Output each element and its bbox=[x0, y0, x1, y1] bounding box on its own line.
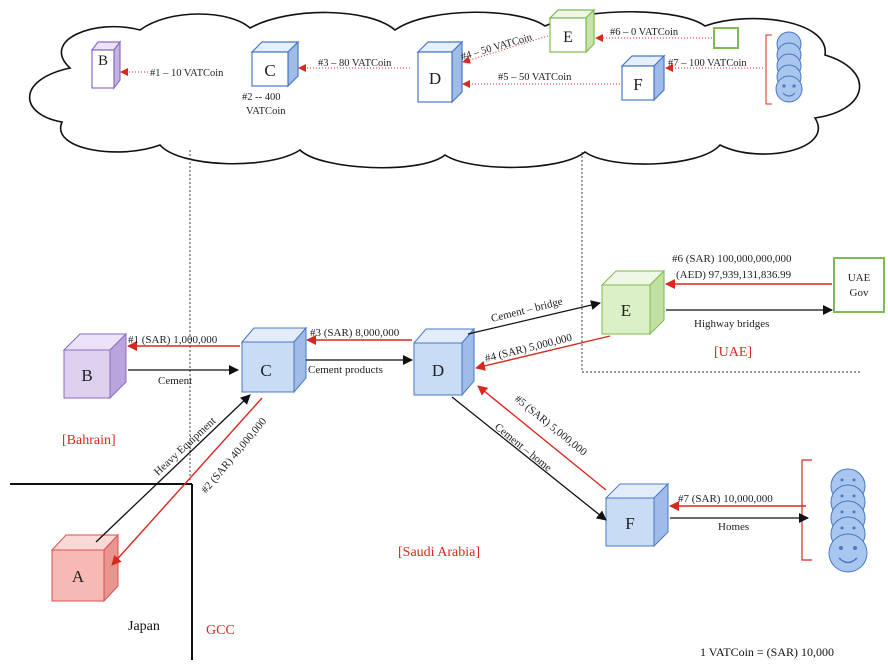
cloud-node-e-label: E bbox=[563, 29, 573, 46]
flow-cement-home-label: Cement – home bbox=[492, 421, 554, 474]
cloud-node-d-label: D bbox=[429, 69, 441, 88]
node-c-cube: C bbox=[240, 326, 308, 394]
flow-homes-label: Homes bbox=[718, 521, 749, 533]
node-f-label: F bbox=[625, 514, 634, 533]
cloud-node-c-label: C bbox=[264, 61, 275, 80]
node-a-label: A bbox=[72, 567, 85, 586]
cloud-node-b: B bbox=[90, 40, 122, 90]
region-bahrain-label: [Bahrain] bbox=[62, 433, 116, 448]
cloud-homes-bracket bbox=[765, 34, 772, 105]
payment-c-to-a bbox=[111, 397, 263, 566]
region-uae-label: [UAE] bbox=[714, 345, 752, 360]
uae-gov-box: UAE Gov bbox=[833, 257, 885, 313]
cloud-tx7-label: #7 – 100 VATCoin bbox=[668, 58, 747, 69]
node-f-cube: F bbox=[604, 482, 670, 548]
cloud-node-b-label: B bbox=[98, 53, 108, 69]
payment-7-label: #7 (SAR) 10,000,000 bbox=[678, 493, 773, 505]
payment-1-label: #1 (SAR) 1,000,000 bbox=[128, 334, 218, 346]
flow-d-to-f bbox=[451, 396, 607, 521]
cloud-tx3-label: #3 – 80 VATCoin bbox=[318, 58, 392, 69]
node-e-label: E bbox=[621, 301, 631, 320]
node-e-cube: E bbox=[600, 269, 666, 336]
flow-cement-label: Cement bbox=[158, 375, 192, 387]
exchange-rate-note: 1 VATCoin = (SAR) 10,000 bbox=[700, 645, 834, 659]
payment-3-label: #3 (SAR) 8,000,000 bbox=[310, 327, 400, 339]
cloud-node-e: E bbox=[548, 8, 596, 54]
uae-gov-line1: UAE bbox=[848, 272, 871, 284]
flow-a-to-c bbox=[95, 394, 251, 543]
node-b-label: B bbox=[81, 366, 92, 385]
cloud-node-f-label: F bbox=[633, 75, 642, 94]
cloud-node-c: C bbox=[250, 40, 300, 88]
cloud-tx2-label-line2: VATCoin bbox=[246, 106, 286, 117]
homes-smiley-stack-icon bbox=[828, 468, 868, 573]
node-c-label: C bbox=[260, 361, 271, 380]
node-d-label: D bbox=[432, 361, 444, 380]
cloud-tx2-label-line1: #2 -- 400 bbox=[242, 92, 281, 103]
uae-gov-line2: Gov bbox=[850, 287, 869, 299]
payment-e-to-d bbox=[475, 335, 611, 371]
region-japan-label: Japan bbox=[128, 619, 160, 634]
cloud-tx5-label: #5 – 50 VATCoin bbox=[498, 72, 572, 83]
flow-highway-bridges-label: Highway bridges bbox=[694, 318, 769, 330]
region-saudi-label: [Saudi Arabia] bbox=[398, 545, 480, 560]
cloud-tx6-label: #6 – 0 VATCoin bbox=[610, 27, 679, 38]
cloud-tx1-label: #1 – 10 VATCoin bbox=[150, 68, 224, 79]
cloud-node-d: D bbox=[416, 40, 464, 104]
cloud-gov-box bbox=[713, 27, 739, 49]
flow-d-to-e bbox=[467, 300, 601, 335]
payment-f-to-d bbox=[477, 385, 607, 491]
homes-bracket bbox=[801, 459, 812, 561]
payment-6-label-line2: (AED) 97,939,131,836.99 bbox=[676, 269, 792, 281]
payment-6-label-line1: #6 (SAR) 100,000,000,000 bbox=[672, 253, 792, 265]
cloud-node-f: F bbox=[620, 54, 666, 102]
node-b-cube: B bbox=[62, 332, 128, 400]
flow-heavy-equipment-label: Heavy Equipment bbox=[152, 415, 218, 478]
cloud-smiley-stack-icon bbox=[775, 31, 803, 103]
flow-cement-products-label: Cement products bbox=[308, 364, 383, 376]
node-d-cube: D bbox=[412, 327, 476, 397]
region-gcc-label: GCC bbox=[206, 623, 235, 638]
node-a-cube: A bbox=[50, 533, 120, 603]
